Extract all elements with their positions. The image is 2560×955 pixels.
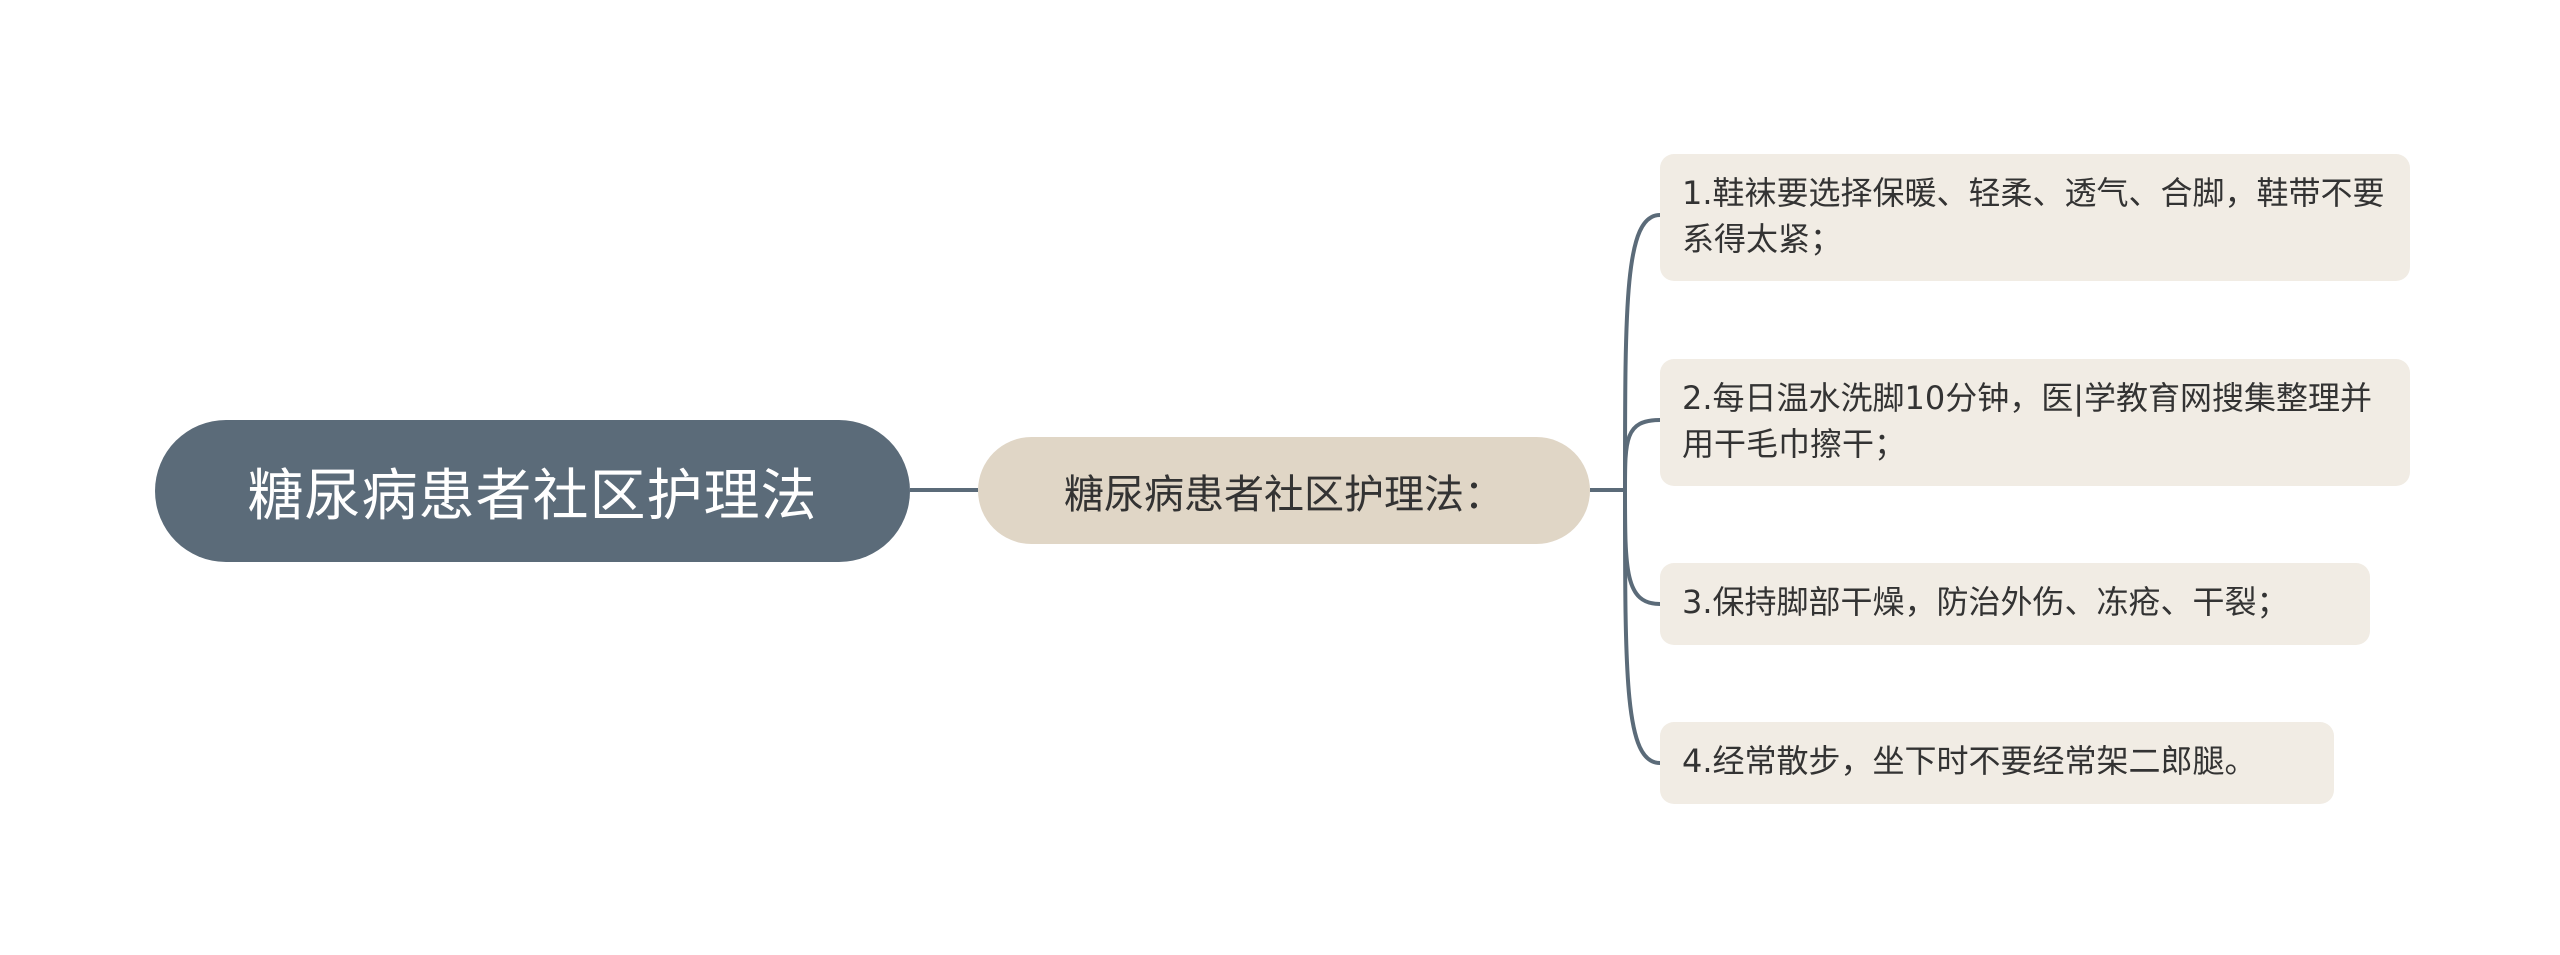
leaf-node-3[interactable]: 3.保持脚部干燥，防治外伤、冻疮、干裂； bbox=[1660, 563, 2370, 645]
branch-node[interactable]: 糖尿病患者社区护理法： bbox=[978, 437, 1590, 544]
leaf-node-label: 2.每日温水洗脚10分钟，医|学教育网搜集整理并用干毛巾擦干； bbox=[1682, 379, 2373, 463]
connector-item-1 bbox=[1623, 213, 1661, 491]
leaf-node-1[interactable]: 1.鞋袜要选择保暖、轻柔、透气、合脚，鞋带不要系得太紧； bbox=[1660, 154, 2410, 281]
leaf-node-4[interactable]: 4.经常散步，坐下时不要经常架二郎腿。 bbox=[1660, 722, 2334, 804]
leaf-node-label: 4.经常散步，坐下时不要经常架二郎腿。 bbox=[1682, 742, 2257, 780]
root-node[interactable]: 糖尿病患者社区护理法 bbox=[155, 420, 910, 562]
connector-item-3 bbox=[1623, 489, 1661, 606]
connector-item-4 bbox=[1623, 489, 1661, 765]
leaf-node-2[interactable]: 2.每日温水洗脚10分钟，医|学教育网搜集整理并用干毛巾擦干； bbox=[1660, 359, 2410, 486]
leaf-node-label: 3.保持脚部干燥，防治外伤、冻疮、干裂； bbox=[1682, 583, 2289, 621]
connector-item-2 bbox=[1623, 418, 1661, 491]
leaf-node-label: 1.鞋袜要选择保暖、轻柔、透气、合脚，鞋带不要系得太紧； bbox=[1682, 174, 2385, 258]
branch-node-label: 糖尿病患者社区护理法： bbox=[1064, 471, 1504, 518]
root-node-label: 糖尿病患者社区护理法 bbox=[247, 463, 818, 529]
